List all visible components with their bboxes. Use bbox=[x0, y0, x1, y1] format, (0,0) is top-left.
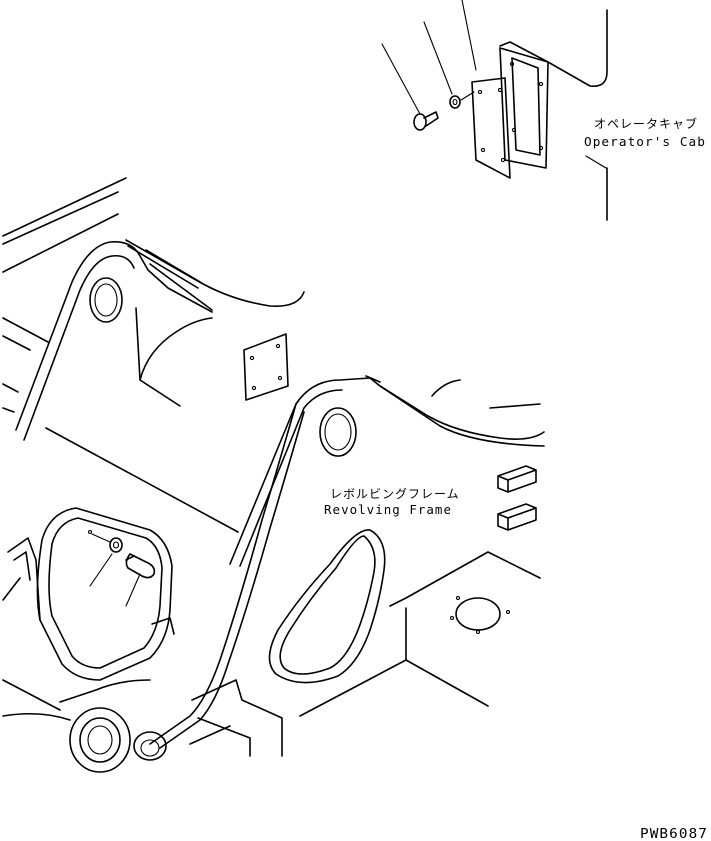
drawing-code: PWB6087 bbox=[640, 827, 708, 841]
frame-washer bbox=[87, 529, 123, 553]
operator-cab-label-jp: オペレータキャブ bbox=[594, 116, 698, 131]
cab-screw bbox=[413, 111, 439, 131]
cover-plate bbox=[471, 77, 511, 179]
revolving-frame-label-en: Revolving Frame bbox=[324, 503, 452, 517]
operator-cab-label-en: Operator's Cab bbox=[584, 135, 706, 149]
revolving-frame-label-jp: レボルビングフレーム bbox=[330, 487, 460, 501]
leader-line bbox=[461, 0, 477, 71]
leader-line bbox=[423, 21, 453, 95]
frame-bolt bbox=[125, 553, 156, 579]
leader-line bbox=[125, 573, 141, 607]
cab-washer bbox=[449, 91, 475, 109]
leader-line bbox=[585, 155, 607, 169]
operator-cab bbox=[499, 9, 608, 221]
leader-line bbox=[381, 43, 421, 115]
revolving-frame bbox=[2, 177, 545, 773]
leader-line bbox=[89, 553, 113, 587]
